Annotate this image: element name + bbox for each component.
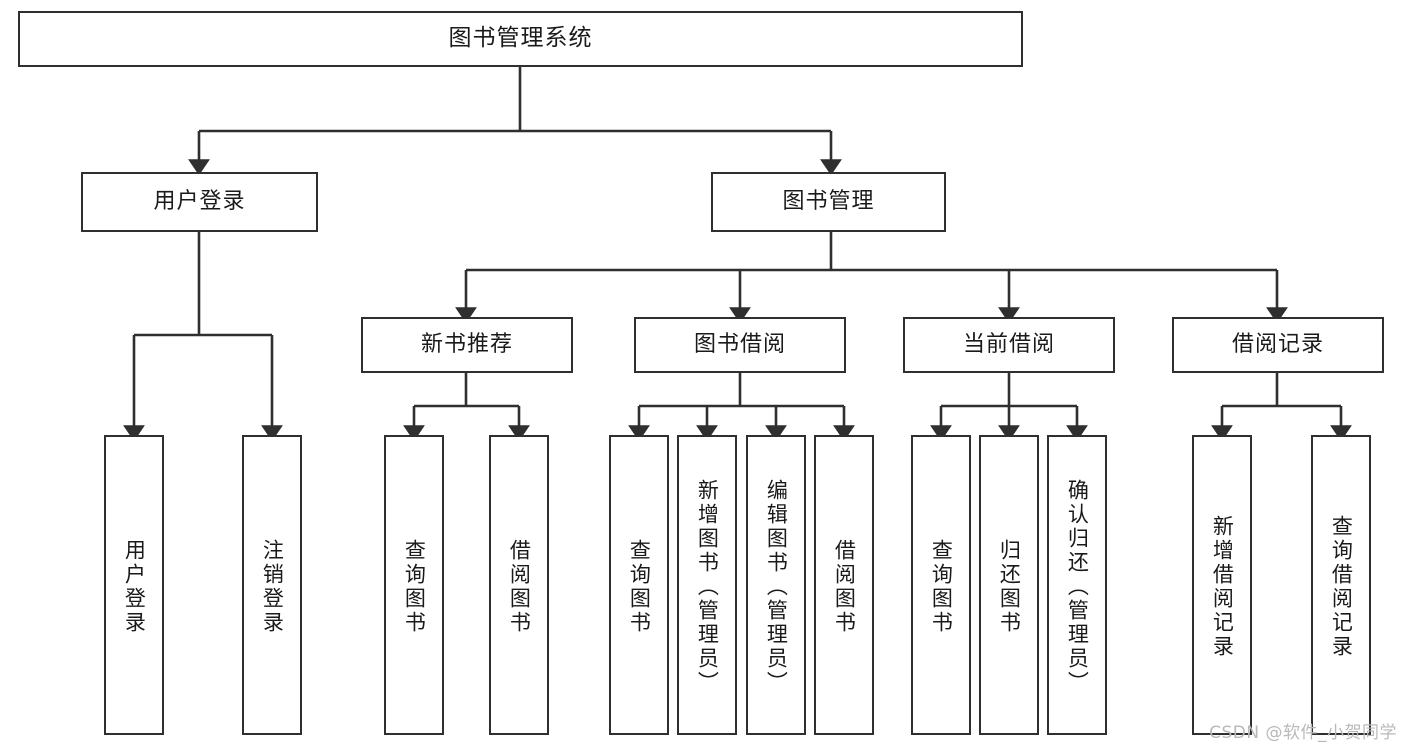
csdn-watermark: CSDN @软件_小贺同学 [1209, 723, 1397, 743]
node-leaf-query-book-3-label: 查询图书 [929, 539, 954, 635]
node-root-book-management-system[interactable]: 图书管理系统 [18, 11, 1023, 67]
node-leaf-edit-book-label: 编辑图书（管理员） [764, 479, 789, 695]
node-current-borrow[interactable]: 当前借阅 [903, 317, 1115, 373]
node-leaf-borrow-book-1-label: 借阅图书 [507, 539, 532, 635]
node-leaf-add-record-label: 新增借阅记录 [1210, 515, 1235, 659]
node-leaf-add-book[interactable]: 新增图书（管理员） [677, 435, 737, 735]
node-borrow-record-label: 借阅记录 [1231, 331, 1324, 357]
node-book-manage[interactable]: 图书管理 [711, 172, 946, 232]
node-leaf-add-record[interactable]: 新增借阅记录 [1192, 435, 1252, 735]
node-leaf-user-logout[interactable]: 注销登录 [242, 435, 302, 735]
node-leaf-query-book-1-label: 查询图书 [402, 539, 427, 635]
node-book-borrow[interactable]: 图书借阅 [634, 317, 846, 373]
node-leaf-query-book-2[interactable]: 查询图书 [609, 435, 669, 735]
node-leaf-edit-book[interactable]: 编辑图书（管理员） [746, 435, 806, 735]
node-leaf-user-login-label: 用户登录 [122, 539, 147, 635]
node-new-book-recommend[interactable]: 新书推荐 [361, 317, 573, 373]
node-current-borrow-label: 当前借阅 [962, 331, 1055, 357]
node-root-label: 图书管理系统 [448, 25, 593, 52]
node-leaf-query-book-1[interactable]: 查询图书 [384, 435, 444, 735]
node-borrow-record[interactable]: 借阅记录 [1172, 317, 1384, 373]
node-leaf-return-book-label: 归还图书 [997, 539, 1022, 635]
node-leaf-borrow-book-2[interactable]: 借阅图书 [814, 435, 874, 735]
node-book-borrow-label: 图书借阅 [693, 331, 786, 357]
node-leaf-query-book-3[interactable]: 查询图书 [911, 435, 971, 735]
node-new-book-recommend-label: 新书推荐 [420, 331, 513, 357]
node-leaf-query-record[interactable]: 查询借阅记录 [1311, 435, 1371, 735]
node-leaf-borrow-book-2-label: 借阅图书 [832, 539, 857, 635]
node-leaf-query-book-2-label: 查询图书 [627, 539, 652, 635]
node-user-login-label: 用户登录 [153, 188, 246, 214]
node-leaf-confirm-return[interactable]: 确认归还（管理员） [1047, 435, 1107, 735]
node-book-manage-label: 图书管理 [782, 188, 875, 214]
node-leaf-user-logout-label: 注销登录 [260, 539, 285, 635]
node-leaf-return-book[interactable]: 归还图书 [979, 435, 1039, 735]
node-user-login[interactable]: 用户登录 [81, 172, 318, 232]
node-leaf-borrow-book-1[interactable]: 借阅图书 [489, 435, 549, 735]
node-leaf-query-record-label: 查询借阅记录 [1329, 515, 1354, 659]
node-leaf-add-book-label: 新增图书（管理员） [695, 479, 720, 695]
node-leaf-confirm-return-label: 确认归还（管理员） [1065, 479, 1090, 695]
node-leaf-user-login[interactable]: 用户登录 [104, 435, 164, 735]
